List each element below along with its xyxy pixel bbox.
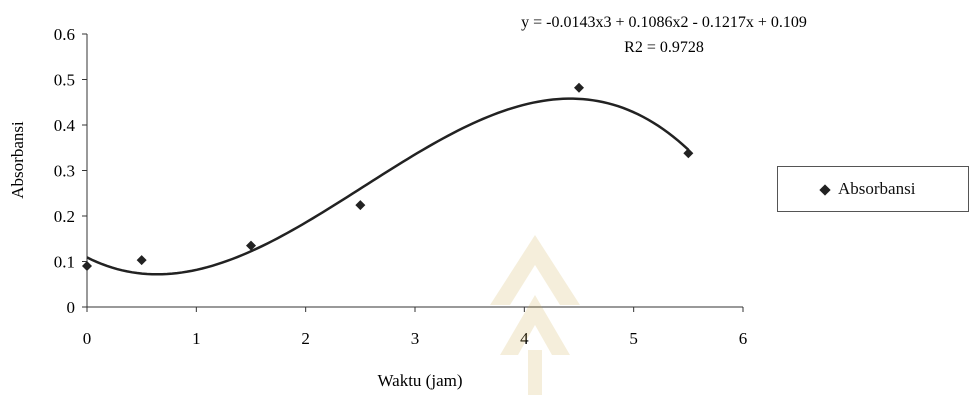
legend: Absorbansi (777, 166, 969, 212)
y-tick-label: 0.4 (54, 116, 76, 135)
x-tick-label: 3 (411, 329, 420, 348)
x-tick-label: 2 (301, 329, 310, 348)
x-tick-label: 6 (739, 329, 748, 348)
watermark-logo (490, 235, 580, 395)
r2-label: R2 = 0.9728 (624, 39, 704, 56)
data-point (82, 261, 92, 272)
data-point (246, 240, 256, 251)
x-axis-title: Waktu (jam) (377, 371, 462, 390)
y-tick-label: 0.3 (54, 162, 75, 181)
tick-labels: 0 0.1 0.2 0.3 0.4 0.5 0.6 0 1 2 3 4 5 6 (54, 25, 748, 348)
trendline (86, 97, 690, 276)
x-tick-label: 4 (520, 329, 529, 348)
y-tick-label: 0.6 (54, 25, 75, 44)
data-point (355, 200, 366, 211)
legend-marker-diamond-icon (819, 184, 831, 196)
equation-label: y = -0.0143x3 + 0.1086x2 - 0.1217x + 0.1… (521, 14, 807, 31)
legend-label: Absorbansi (838, 179, 916, 198)
y-tick-label: 0.2 (54, 207, 75, 226)
x-tick-label: 1 (192, 329, 201, 348)
x-tick-label: 0 (83, 329, 92, 348)
y-axis-title: Absorbansi (8, 121, 27, 199)
y-tick-label: 0.5 (54, 71, 75, 90)
y-tick-label: 0 (67, 298, 76, 317)
axes (86, 34, 743, 308)
data-point (136, 255, 147, 266)
y-tick-label: 0.1 (54, 253, 75, 272)
ticks (82, 33, 744, 312)
data-point (683, 148, 694, 159)
data-points (82, 82, 694, 272)
x-tick-label: 5 (629, 329, 638, 348)
data-point (574, 82, 584, 93)
